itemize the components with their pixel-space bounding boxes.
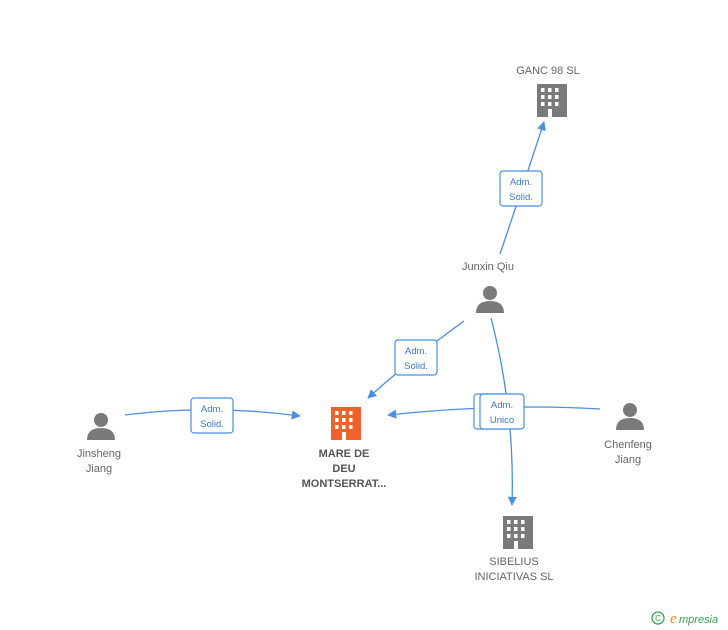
node-label-line-1: Jinsheng	[77, 448, 121, 460]
node-jinsheng-jiang[interactable]: Jinsheng Jiang	[77, 413, 121, 475]
node-ganc-98-sl[interactable]: GANC 98 SL	[516, 65, 580, 117]
brand-initial: e	[670, 611, 677, 627]
badge-line-1: Adm.	[405, 346, 427, 357]
node-label-line-3: MONTSERRAT...	[302, 478, 387, 490]
node-junxin-qiu[interactable]: Junxin Qiu	[462, 261, 514, 313]
badge-line-1: Adm.	[510, 177, 532, 188]
node-label-line-2: Jiang	[615, 454, 641, 466]
role-badge-junxin-mare: Adm. Solid.	[394, 339, 438, 376]
person-icon	[87, 413, 115, 440]
role-badge-ganc: Adm. Solid.	[499, 170, 543, 207]
badge-line-1: Adm.	[491, 400, 513, 411]
empresia-logo: C e mpresia	[651, 611, 718, 627]
node-label-line-2: INICIATIVAS SL	[474, 571, 553, 583]
copyright-icon	[651, 611, 665, 625]
node-chenfeng-jiang[interactable]: Chenfeng Jiang	[604, 403, 652, 466]
badge-line-2: Unico	[490, 415, 514, 426]
person-icon	[616, 403, 644, 430]
node-label-line-1: Chenfeng	[604, 439, 652, 451]
node-sibelius-iniciativas-sl[interactable]: SIBELIUS INICIATIVAS SL	[474, 516, 554, 583]
brand-name: mpresia	[679, 614, 718, 626]
badge-line-2: Solid.	[509, 192, 533, 203]
node-label: Junxin Qiu	[462, 261, 514, 273]
building-icon	[331, 407, 361, 440]
badge-line-2: Solid.	[200, 419, 224, 430]
badge-line-2: Solid.	[404, 361, 428, 372]
building-icon	[503, 516, 533, 549]
badge-line-1: Adm.	[201, 404, 223, 415]
role-badge-sibelius: Adm. Unico	[473, 393, 525, 430]
copyright-letter: C	[655, 614, 661, 623]
node-label-line-1: MARE DE	[319, 448, 370, 460]
person-icon	[476, 286, 504, 313]
node-label-line-1: SIBELIUS	[489, 556, 539, 568]
node-mare-de-deu-montserrat[interactable]: MARE DE DEU MONTSERRAT...	[302, 407, 387, 490]
node-label: GANC 98 SL	[516, 65, 580, 77]
node-label-line-2: DEU	[332, 463, 355, 475]
node-label-line-2: Jiang	[86, 463, 112, 475]
role-badge-jinsheng: Adm. Solid.	[190, 397, 234, 434]
building-icon	[537, 84, 567, 117]
